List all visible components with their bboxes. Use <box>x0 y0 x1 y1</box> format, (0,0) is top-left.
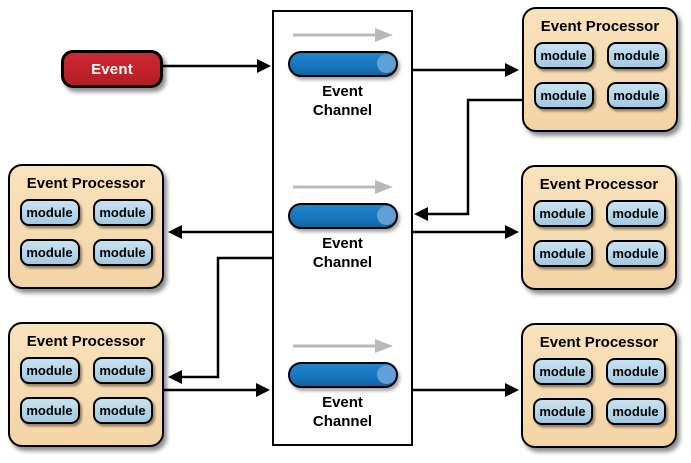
connector-channel-1-to-processor-top-right <box>413 63 519 77</box>
module: module <box>606 42 667 69</box>
arrowhead <box>414 207 428 221</box>
event-queue-cylinder <box>287 362 398 388</box>
connector-channel-3-to-processor-bottom-right <box>413 383 519 397</box>
arrowhead <box>505 63 519 77</box>
module: module <box>19 239 80 266</box>
processor-bottom-right: Event Processor module module module mod… <box>521 323 677 448</box>
flow-direction-arrow-icon <box>292 28 393 42</box>
channel-label: Event Channel <box>312 235 373 271</box>
cylinder-cap <box>376 206 396 225</box>
module: module <box>92 199 153 226</box>
module: module <box>532 240 593 267</box>
connector-event-to-channel-1 <box>163 59 271 73</box>
arrowhead <box>257 59 271 73</box>
module: module <box>19 397 80 424</box>
event-queue-cylinder <box>287 51 398 77</box>
module: module <box>532 358 593 385</box>
flow-direction-arrow-icon <box>292 339 393 353</box>
processor-title: Event Processor <box>26 333 146 350</box>
processor-title: Event Processor <box>539 176 659 193</box>
event-channel-2: Event Channel <box>274 179 411 272</box>
event-source: Event <box>61 50 163 88</box>
module-grid: module module module module <box>533 42 667 109</box>
flow-direction-arrow-icon <box>292 180 393 194</box>
module: module <box>533 82 594 109</box>
module-grid: module module module module <box>19 357 153 424</box>
module: module <box>92 357 153 384</box>
processor-title: Event Processor <box>540 18 660 35</box>
module: module <box>532 398 593 425</box>
connector-channel-2-to-processor-middle-left <box>168 225 272 239</box>
module: module <box>19 357 80 384</box>
connector-channel-2-to-processor-middle-right <box>413 225 519 239</box>
cylinder-cap <box>376 54 396 73</box>
channel-label: Event Channel <box>312 394 373 430</box>
arrowhead <box>168 225 182 239</box>
connector-channel-2-to-processor-bottom-left <box>168 256 272 384</box>
connector-processor-bottom-left-to-channel-3 <box>163 383 270 397</box>
arrowhead <box>256 383 270 397</box>
channel-label: Event Channel <box>312 83 373 119</box>
arrowhead <box>505 383 519 397</box>
module-grid: module module module module <box>532 358 666 425</box>
module-grid: module module module module <box>532 200 666 267</box>
arrowhead <box>168 370 182 384</box>
module: module <box>532 200 593 227</box>
arrowhead <box>505 225 519 239</box>
event-channel-1: Event Channel <box>274 27 411 120</box>
module: module <box>606 82 667 109</box>
processor-middle-right: Event Processor module module module mod… <box>521 165 677 290</box>
event-queue-cylinder <box>287 203 398 229</box>
module-grid: module module module module <box>19 199 153 266</box>
module: module <box>533 42 594 69</box>
module: module <box>605 398 666 425</box>
processor-bottom-left: Event Processor module module module mod… <box>8 322 164 447</box>
event-channel-box: Event Channel Event Channel Event Channe… <box>272 10 413 446</box>
module: module <box>605 358 666 385</box>
cylinder-cap <box>376 365 396 384</box>
module: module <box>19 199 80 226</box>
processor-title: Event Processor <box>26 175 146 192</box>
connector-processor-top-right-to-channel-2 <box>414 98 522 221</box>
module: module <box>92 397 153 424</box>
event-channel-3: Event Channel <box>274 338 411 431</box>
processor-middle-left: Event Processor module module module mod… <box>8 164 164 289</box>
module: module <box>92 239 153 266</box>
module: module <box>605 200 666 227</box>
processor-top-right: Event Processor module module module mod… <box>522 7 678 132</box>
module: module <box>605 240 666 267</box>
processor-title: Event Processor <box>539 334 659 351</box>
event-source-label: Event <box>91 60 133 78</box>
